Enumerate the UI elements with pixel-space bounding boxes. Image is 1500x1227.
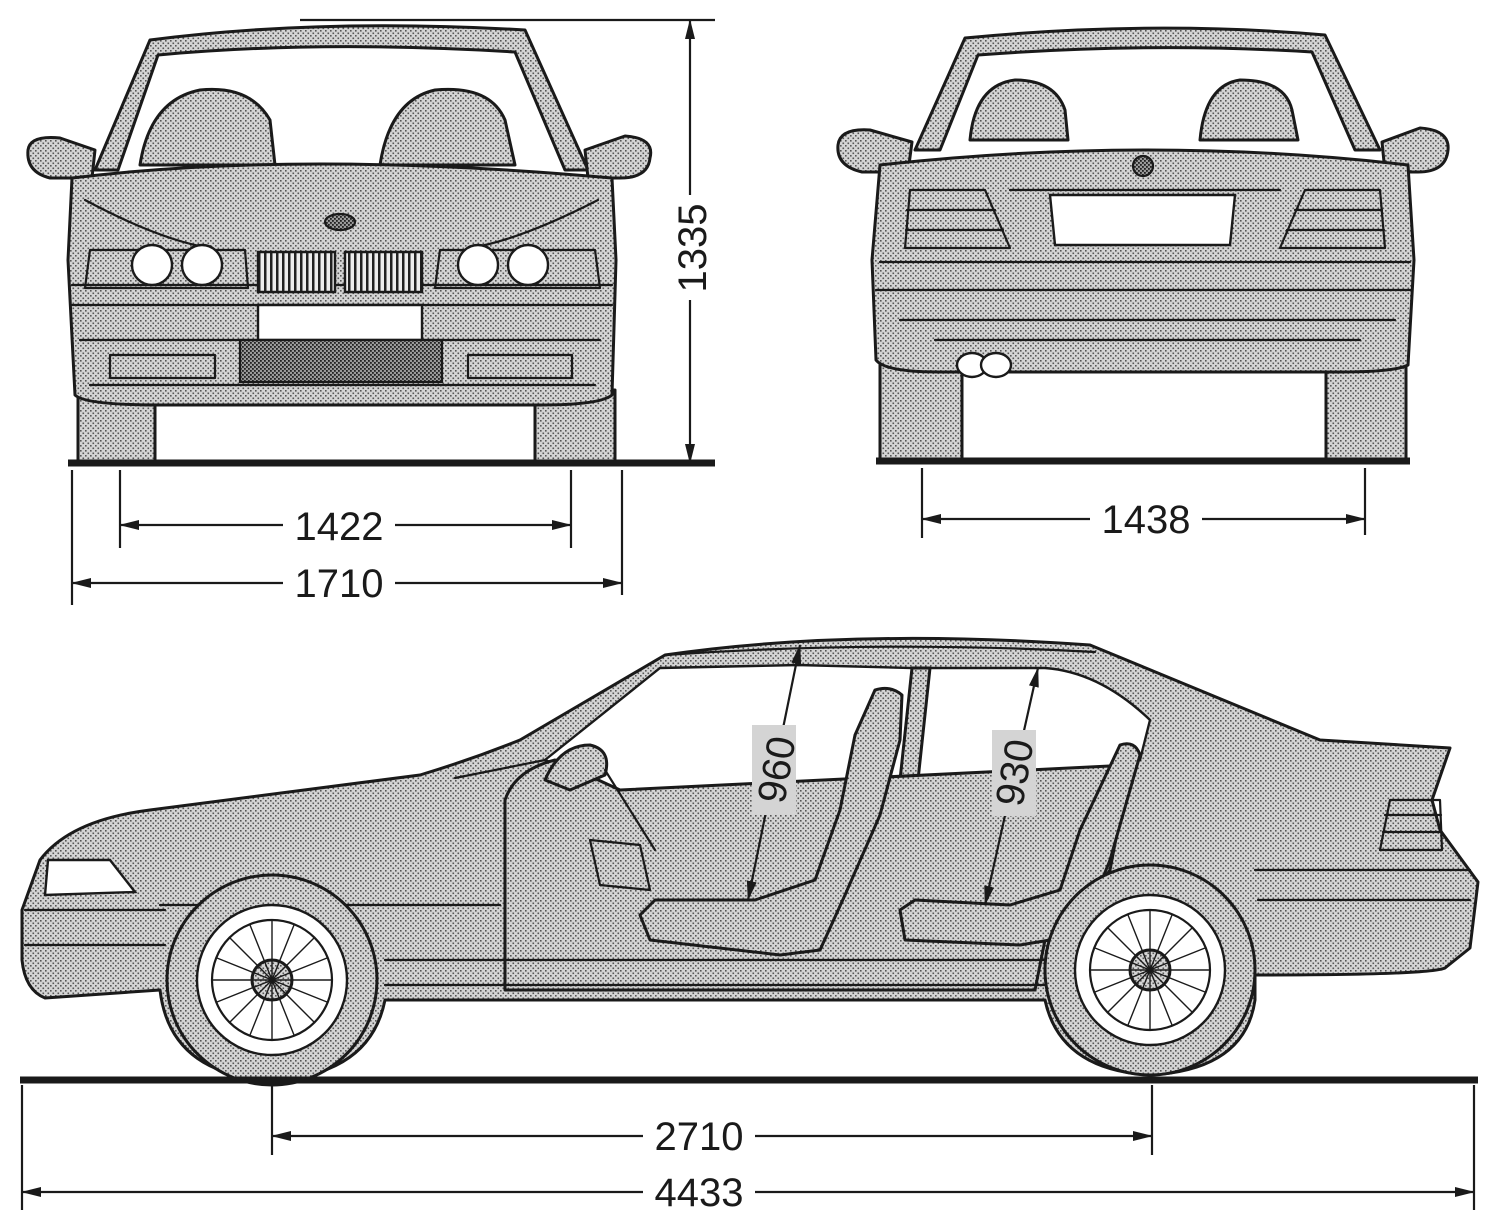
side-view (20, 636, 1480, 1087)
rear-track-dimension: 1438 (920, 468, 1367, 542)
front-right-mirror (583, 134, 653, 180)
front-track-dimension: 1422 (118, 470, 573, 549)
overall-width-dimension: 1710 (70, 470, 624, 606)
side-taillight (1378, 798, 1444, 852)
rear-track-label: 1438 (1102, 498, 1191, 542)
front-height-label: 1335 (671, 204, 715, 293)
rear-plate (1048, 193, 1237, 247)
rear-left-mirror (836, 128, 914, 174)
rear-left-seat (968, 78, 1070, 142)
front-left-seat (138, 87, 277, 167)
rear-headroom-dimension: 930 (983, 667, 1043, 906)
rear-left-taillight (903, 188, 1012, 250)
exhaust-tip-right (979, 351, 1013, 379)
front-plate (256, 303, 424, 342)
front-right-seat (378, 87, 517, 167)
overall-length-label: 4433 (655, 1171, 744, 1215)
rear-left-tyre (878, 358, 964, 462)
front-left-mirror (26, 136, 97, 180)
front-track-label: 1422 (295, 505, 384, 549)
side-headlight (43, 858, 138, 897)
front-headlamp-4 (506, 243, 550, 287)
rear-logo-icon (1131, 154, 1155, 178)
wheelbase-dimension: 2710 (270, 1085, 1154, 1159)
front-view (26, 24, 653, 464)
overall-length-dimension: 4433 (20, 1085, 1476, 1215)
front-windscreen-frame (93, 24, 590, 172)
front-headlamp-1 (130, 243, 174, 287)
rear-windscreen-frame (913, 26, 1382, 152)
front-headlamp-2 (180, 243, 224, 287)
side-front-wheel (165, 873, 379, 1087)
front-height-dimension: 1335 (300, 18, 715, 464)
rear-right-seat (1198, 78, 1300, 142)
wheelbase-label: 2710 (655, 1115, 744, 1159)
kidney-grille-left (256, 250, 337, 294)
overall-width-label: 1710 (295, 562, 384, 606)
rear-right-taillight (1278, 188, 1387, 250)
front-lower-intake (238, 338, 444, 384)
rear-right-mirror (1380, 126, 1450, 174)
rear-right-tyre (1324, 358, 1408, 462)
front-headroom-dimension: 960 (746, 644, 805, 901)
front-logo-icon (323, 212, 357, 232)
front-headlamp-3 (456, 243, 500, 287)
kidney-grille-right (343, 250, 424, 294)
rear-view (836, 26, 1450, 462)
side-rear-wheel (1043, 863, 1257, 1077)
